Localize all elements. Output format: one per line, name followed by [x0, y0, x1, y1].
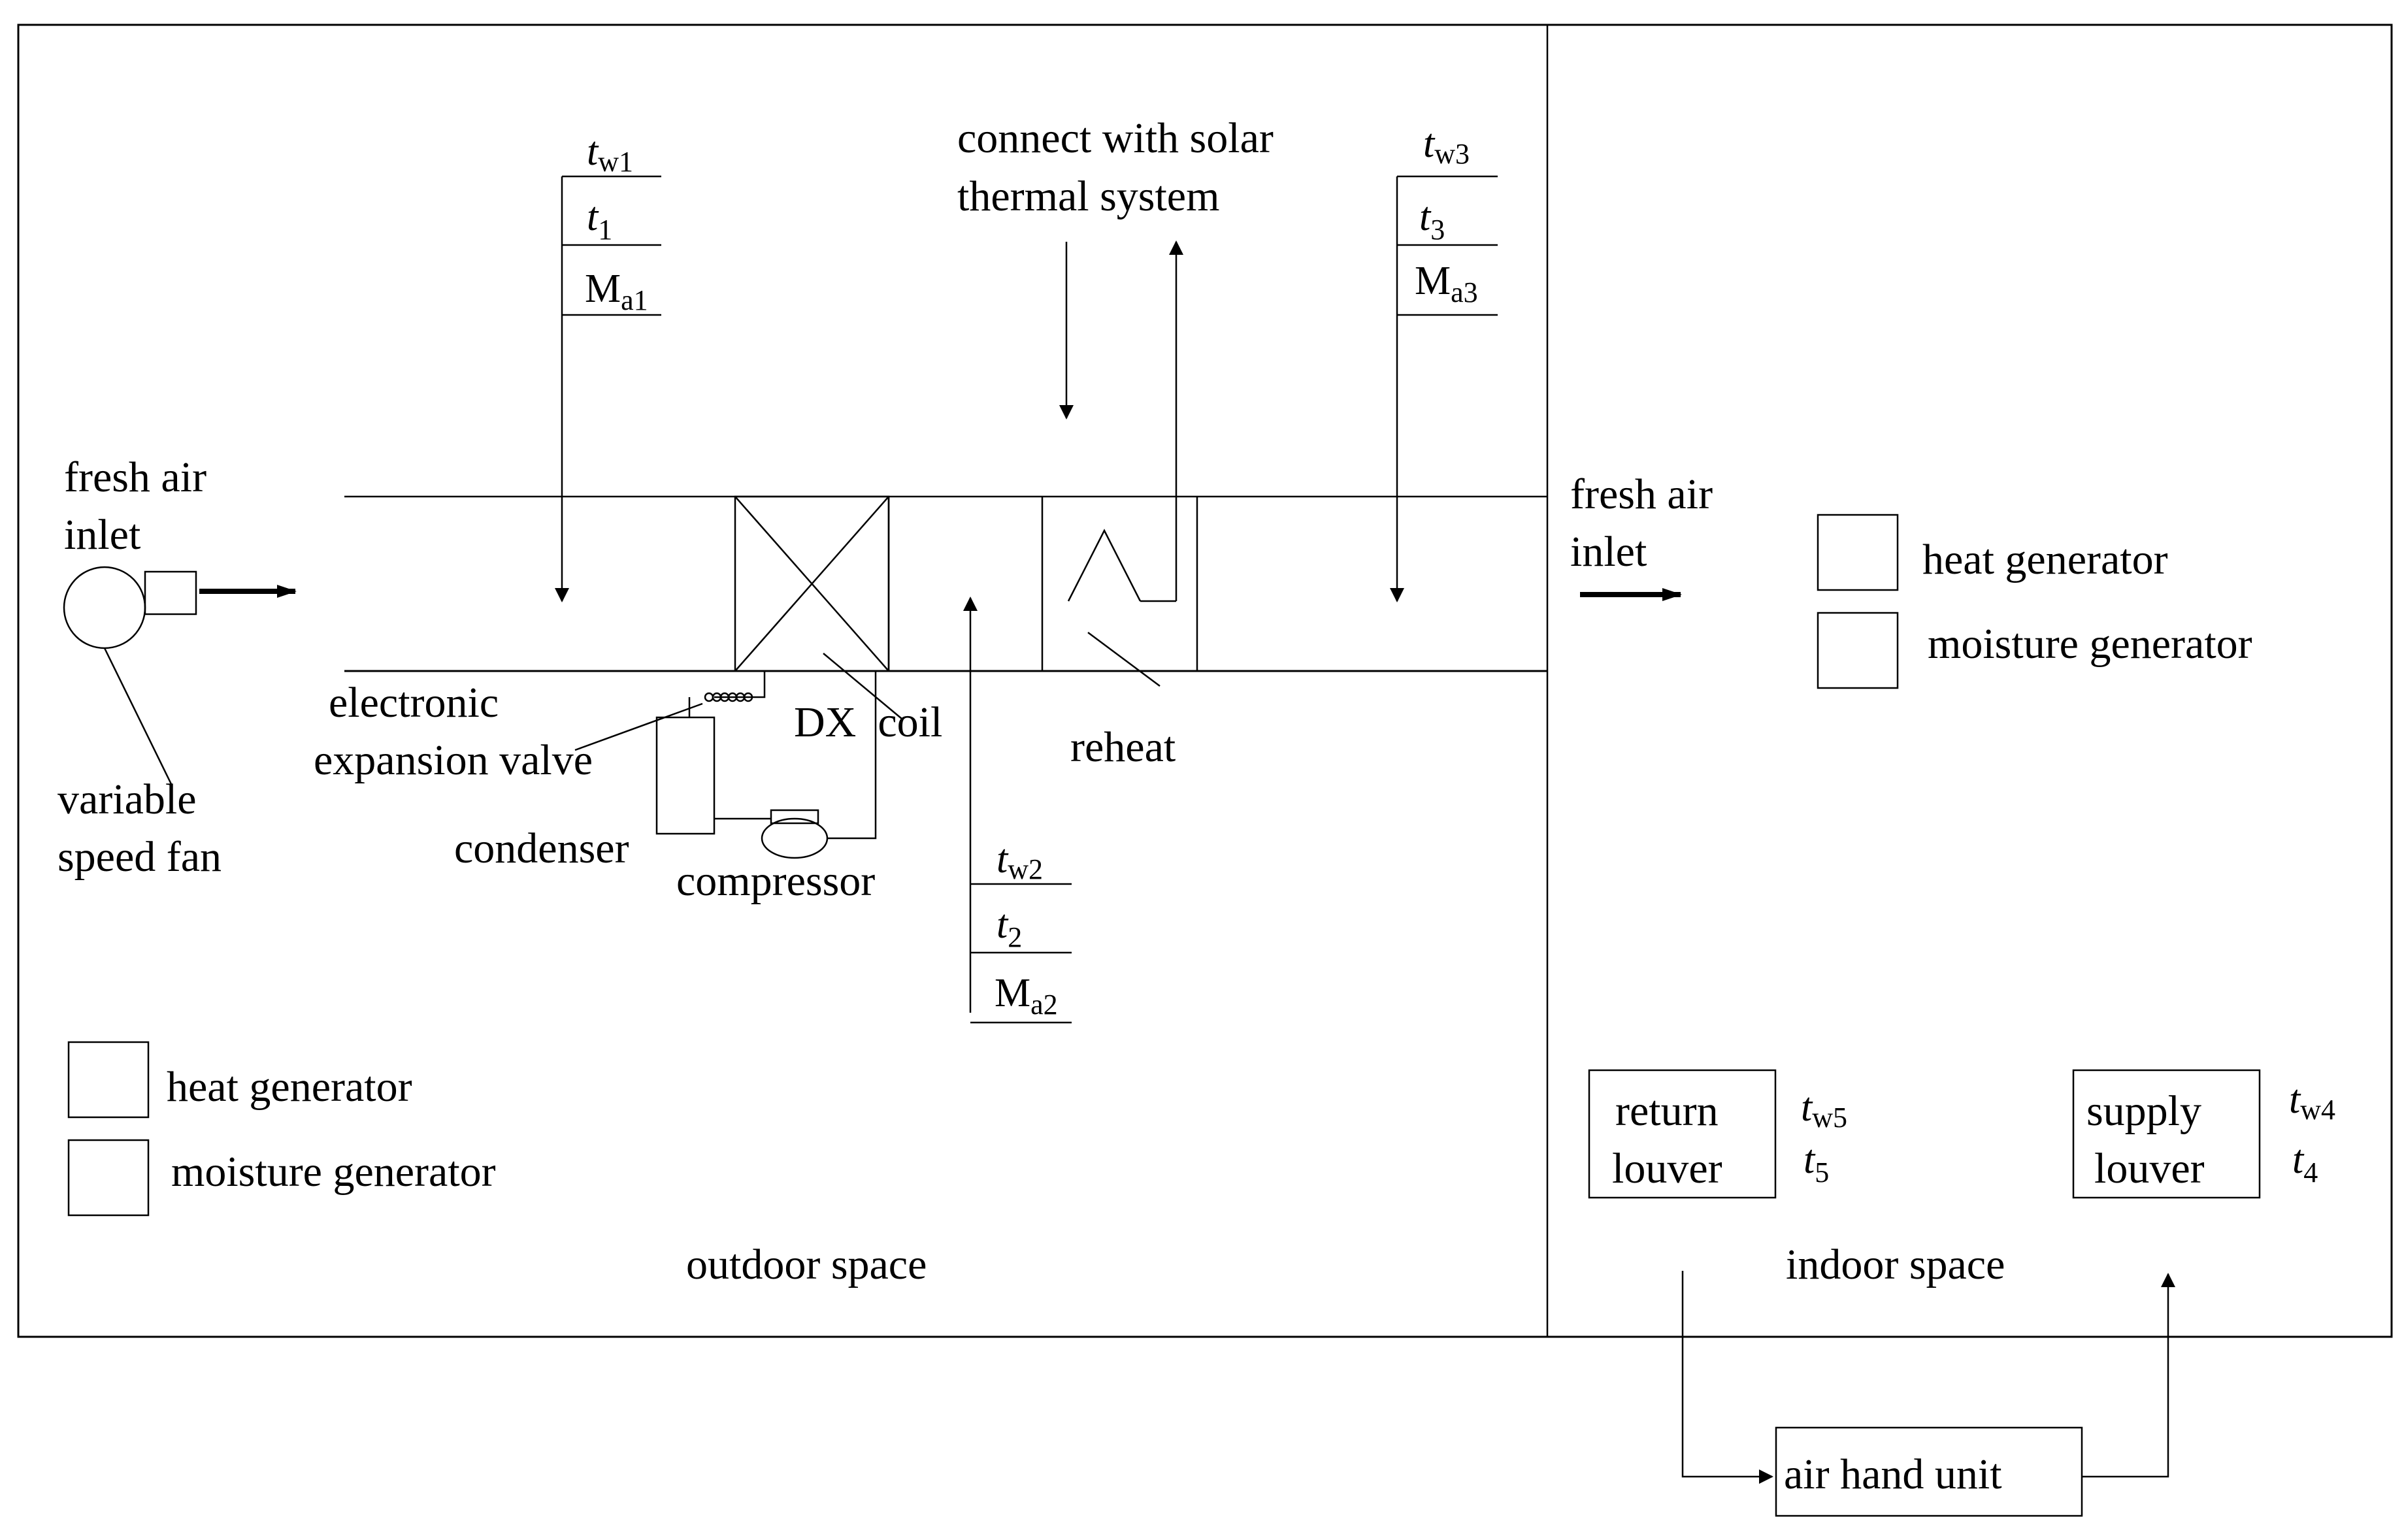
sensor-4-t: t4 — [2292, 1138, 2318, 1188]
sensor-4-tw: tw4 — [2289, 1077, 2335, 1126]
outdoor-moisture-generator-label: moisture generator — [171, 1148, 496, 1196]
sensor-5-t: t5 — [1803, 1138, 1829, 1188]
sensor-2-table — [970, 883, 1072, 1024]
sensor-1-t: t1 — [587, 195, 612, 246]
refrigerant-circuit — [655, 671, 877, 859]
sensor-5-tw: tw5 — [1801, 1085, 1847, 1134]
return-louver-label-line2: louver — [1612, 1145, 1722, 1192]
fresh-air-inlet-right-line1: fresh air — [1570, 470, 1713, 518]
fresh-air-inlet-left-line1: fresh air — [64, 453, 206, 501]
indoor-moisture-generator-box — [1817, 612, 1899, 689]
solar-label-line2: thermal system — [957, 172, 1219, 220]
return-air-duct — [1681, 1271, 1773, 1484]
sensor-1-table — [562, 175, 661, 316]
expansion-valve-leader — [574, 702, 703, 751]
expansion-valve-label-line1: electronic — [329, 679, 499, 727]
variable-speed-fan-line1: variable — [58, 776, 197, 823]
air-hand-unit-box — [1775, 1426, 2083, 1517]
outdoor-heat-generator-label: heat generator — [167, 1063, 412, 1111]
sensor-1-mass: Ma1 — [585, 267, 648, 316]
solar-label-line1: connect with solar — [957, 114, 1274, 162]
outdoor-space-label: outdoor space — [686, 1241, 927, 1288]
compressor-label: compressor — [676, 857, 875, 905]
fan-leader-line — [103, 647, 173, 785]
supply-louver-box — [2072, 1069, 2261, 1199]
indoor-moisture-generator-label: moisture generator — [1928, 620, 2252, 668]
indoor-space-label: indoor space — [1786, 1241, 2005, 1288]
expansion-valve-label-line2: expansion valve — [314, 736, 593, 784]
fresh-air-inlet-right-line2: inlet — [1570, 528, 1647, 576]
condenser-unit — [655, 716, 716, 835]
sensor-3-tw: tw3 — [1423, 122, 1470, 170]
supply-air-duct — [2082, 1273, 2175, 1478]
outdoor-moisture-generator-box — [67, 1139, 150, 1217]
compressor-unit — [761, 817, 829, 859]
indoor-heat-generator-box — [1817, 514, 1899, 591]
outdoor-heat-generator-box — [67, 1041, 150, 1119]
sensor-2-t: t2 — [996, 902, 1022, 953]
return-louver-label-line1: return — [1615, 1087, 1719, 1135]
dx-coil-label: DX coil — [794, 698, 942, 746]
dx-coil-symbol — [734, 495, 890, 672]
fan-icon — [63, 566, 197, 649]
indoor-heat-generator-label: heat generator — [1922, 536, 2168, 583]
sensor-3-mass: Ma3 — [1415, 259, 1478, 308]
sensor-2-mass: Ma2 — [995, 971, 1058, 1021]
outer-frame — [17, 24, 2393, 1338]
expansion-valve-icon — [704, 692, 753, 702]
condenser-label: condenser — [454, 825, 629, 872]
sensor-1-tw: tw1 — [587, 129, 633, 178]
reheat-leader — [1087, 631, 1161, 687]
fresh-air-inlet-left-line2: inlet — [64, 511, 140, 559]
return-louver-box — [1588, 1069, 1777, 1199]
sensor-3-table — [1397, 175, 1498, 316]
reheat-coil-symbol — [1041, 497, 1198, 671]
sensor-2-tw: tw2 — [996, 837, 1043, 885]
air-hand-unit-label: air hand unit — [1784, 1450, 2002, 1498]
supply-louver-label-line1: supply — [2086, 1087, 2201, 1135]
variable-speed-fan-line2: speed fan — [58, 833, 222, 881]
reheat-label: reheat — [1070, 723, 1176, 771]
supply-louver-label-line2: louver — [2094, 1145, 2205, 1192]
dx-coil-leader — [823, 653, 902, 719]
sensor-3-t: t3 — [1419, 195, 1445, 246]
